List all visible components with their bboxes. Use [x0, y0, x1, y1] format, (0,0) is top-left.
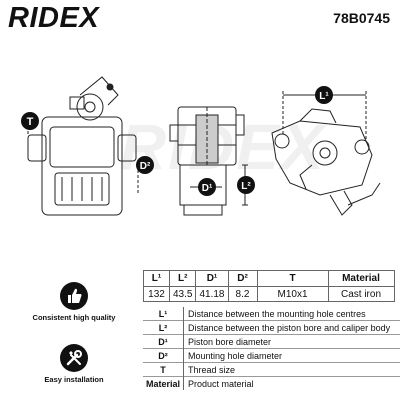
label-l1: L¹ — [315, 86, 333, 104]
watermark: RIDEX — [120, 111, 326, 183]
spec-header: L¹ — [143, 270, 170, 287]
spec-value: Cast iron — [327, 286, 395, 302]
legend-description: Mounting hole diameter — [183, 348, 400, 363]
svg-text:D²: D² — [140, 161, 151, 172]
part-number: 78B0745 — [333, 10, 390, 26]
spec-value: M10x1 — [256, 286, 329, 302]
caliper-drawings: T D² D¹ L² — [21, 76, 381, 216]
legend-symbol: L¹ — [143, 307, 184, 321]
label-t: T — [21, 112, 39, 130]
spec-table: L¹ L² D¹ D² T Material 132 43.5 41.18 8.… — [143, 270, 395, 302]
legend-description: Product material — [183, 376, 400, 390]
spec-value-row: 132 43.5 41.18 8.2 M10x1 Cast iron — [143, 286, 395, 302]
spec-header: D¹ — [195, 270, 229, 287]
svg-text:T: T — [27, 116, 34, 128]
legend-description: Distance between the piston bore and cal… — [183, 320, 400, 335]
caliper-perspective-view — [271, 108, 381, 216]
spec-header: L² — [168, 270, 197, 287]
spec-header: Material — [327, 270, 395, 287]
legend-row: L¹ Distance between the mounting hole ce… — [143, 307, 400, 321]
spec-value: 43.5 — [168, 286, 197, 302]
legend-row: D¹ Piston bore diameter — [143, 334, 400, 349]
legend-row: L² Distance between the piston bore and … — [143, 320, 400, 335]
spec-value: 8.2 — [227, 286, 258, 302]
spec-header-row: L¹ L² D¹ D² T Material — [143, 270, 395, 287]
caliper-section-view — [169, 106, 245, 216]
brand-logo: RIDEX — [8, 2, 100, 34]
svg-text:L²: L² — [241, 181, 251, 192]
spec-header: T — [256, 270, 329, 287]
install-badge-label: Easy installation — [44, 375, 104, 384]
thumbs-up-icon — [68, 288, 82, 303]
install-badge — [60, 344, 88, 372]
legend-table: L¹ Distance between the mounting hole ce… — [143, 307, 400, 390]
wrench-screwdriver-icon — [66, 350, 82, 366]
label-l2: L² — [237, 176, 255, 194]
legend-description: Distance between the mounting hole centr… — [188, 308, 366, 319]
svg-text:D¹: D¹ — [202, 183, 213, 194]
legend-row: T Thread size — [143, 362, 400, 377]
legend-row: Material Product material — [143, 376, 400, 390]
legend-row: D² Mounting hole diameter — [143, 348, 400, 363]
caliper-front-view — [27, 76, 137, 216]
legend-description: Piston bore diameter — [183, 334, 400, 349]
legend-symbol: T — [143, 362, 184, 377]
label-d2: D² — [136, 156, 154, 174]
legend-symbol: Material — [143, 376, 184, 390]
legend-symbol: L² — [143, 320, 184, 335]
spec-header: D² — [227, 270, 258, 287]
label-d1: D¹ — [198, 178, 216, 196]
quality-badge — [60, 282, 88, 310]
legend-symbol: D² — [143, 348, 184, 363]
svg-text:L¹: L¹ — [319, 91, 329, 102]
quality-badge-label: Consistent high quality — [32, 313, 116, 322]
legend-symbol: D¹ — [143, 334, 184, 349]
spec-value: 41.18 — [195, 286, 229, 302]
legend-description: Thread size — [183, 362, 400, 377]
spec-value: 132 — [143, 286, 170, 302]
